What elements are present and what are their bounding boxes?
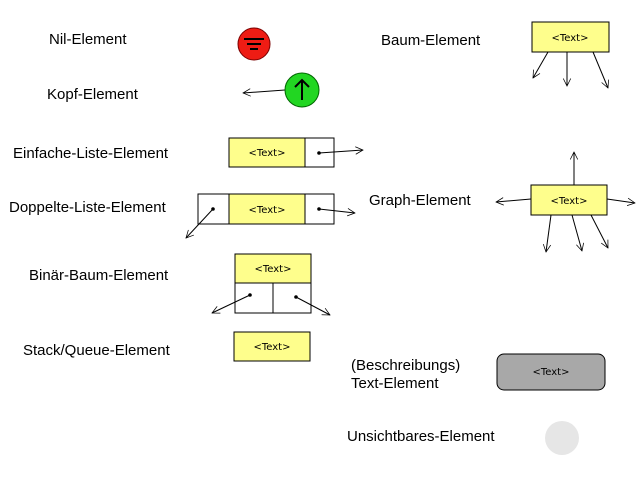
stack-queue-text: <Text> [254,342,291,353]
unsichtbares-element [545,421,579,455]
graph-element-label: Graph-Element [369,192,471,209]
doppelte-liste-text-cell [228,193,306,225]
graph-text-cell [530,184,608,216]
baum-element: <Text> [531,21,610,88]
binaer-baum-element-label: Binär-Baum-Element [29,267,169,284]
text-element-label-line2: Text-Element [351,375,439,392]
baum-text: <Text> [552,33,589,44]
up-arrow-icon [294,78,310,100]
graph-element: <Text> [496,152,635,252]
doppelte-liste-prev-arrow [186,208,214,238]
text-element: <Text> [496,353,606,391]
graph-arrow-down-1 [546,214,552,252]
text-element-box [496,353,606,391]
unsichtbares-element-label: Unsichtbares-Element [347,428,495,445]
graph-text: <Text> [551,196,588,207]
einfache-liste-text: <Text> [249,148,286,159]
doppelte-liste-element: <Text> [186,193,355,238]
nil-icon [244,38,264,50]
binaer-baum-left-arrow [212,294,251,313]
stack-queue-element: <Text> [233,331,311,362]
baum-child-arrow-3 [592,51,608,88]
baum-text-cell [531,21,610,53]
invisible-circle [545,421,579,455]
stack-queue-text-cell [233,331,311,362]
kopf-element [243,72,320,108]
einfache-liste-text-cell [228,137,306,168]
doppelte-liste-element-label: Doppelte-Liste-Element [9,199,166,216]
graph-arrow-right [606,199,635,203]
graph-arrow-down-3 [590,214,609,248]
kopf-pointer-arrow [243,90,286,93]
doppelte-liste-next-arrow [318,209,355,213]
binaer-baum-left-cell [234,282,274,314]
kopf-element-label: Kopf-Element [47,86,138,103]
stack-queue-element-label: Stack/Queue-Element [23,342,170,359]
nil-element-label: Nil-Element [49,31,127,48]
binaer-baum-text: <Text> [255,264,292,275]
einfache-liste-next-arrow [318,150,363,153]
text-element-text: <Text> [533,367,570,378]
baum-element-label: Baum-Element [381,32,481,49]
nil-element [237,27,271,61]
einfache-liste-element: <Text> [228,137,363,168]
einfache-liste-element-label: Einfache-Liste-Element [13,145,169,162]
baum-child-arrow-1 [532,51,549,78]
doppelte-liste-text: <Text> [249,205,286,216]
beschreibungs-label-line1: (Beschreibungs) [351,357,461,374]
binaer-baum-right-cell [272,282,312,314]
binaer-baum-text-cell [234,253,312,284]
graph-arrow-left [496,199,532,202]
binaer-baum-element: <Text> [212,253,330,316]
binaer-baum-right-arrow [295,296,330,316]
graph-arrow-down-2 [571,214,582,251]
